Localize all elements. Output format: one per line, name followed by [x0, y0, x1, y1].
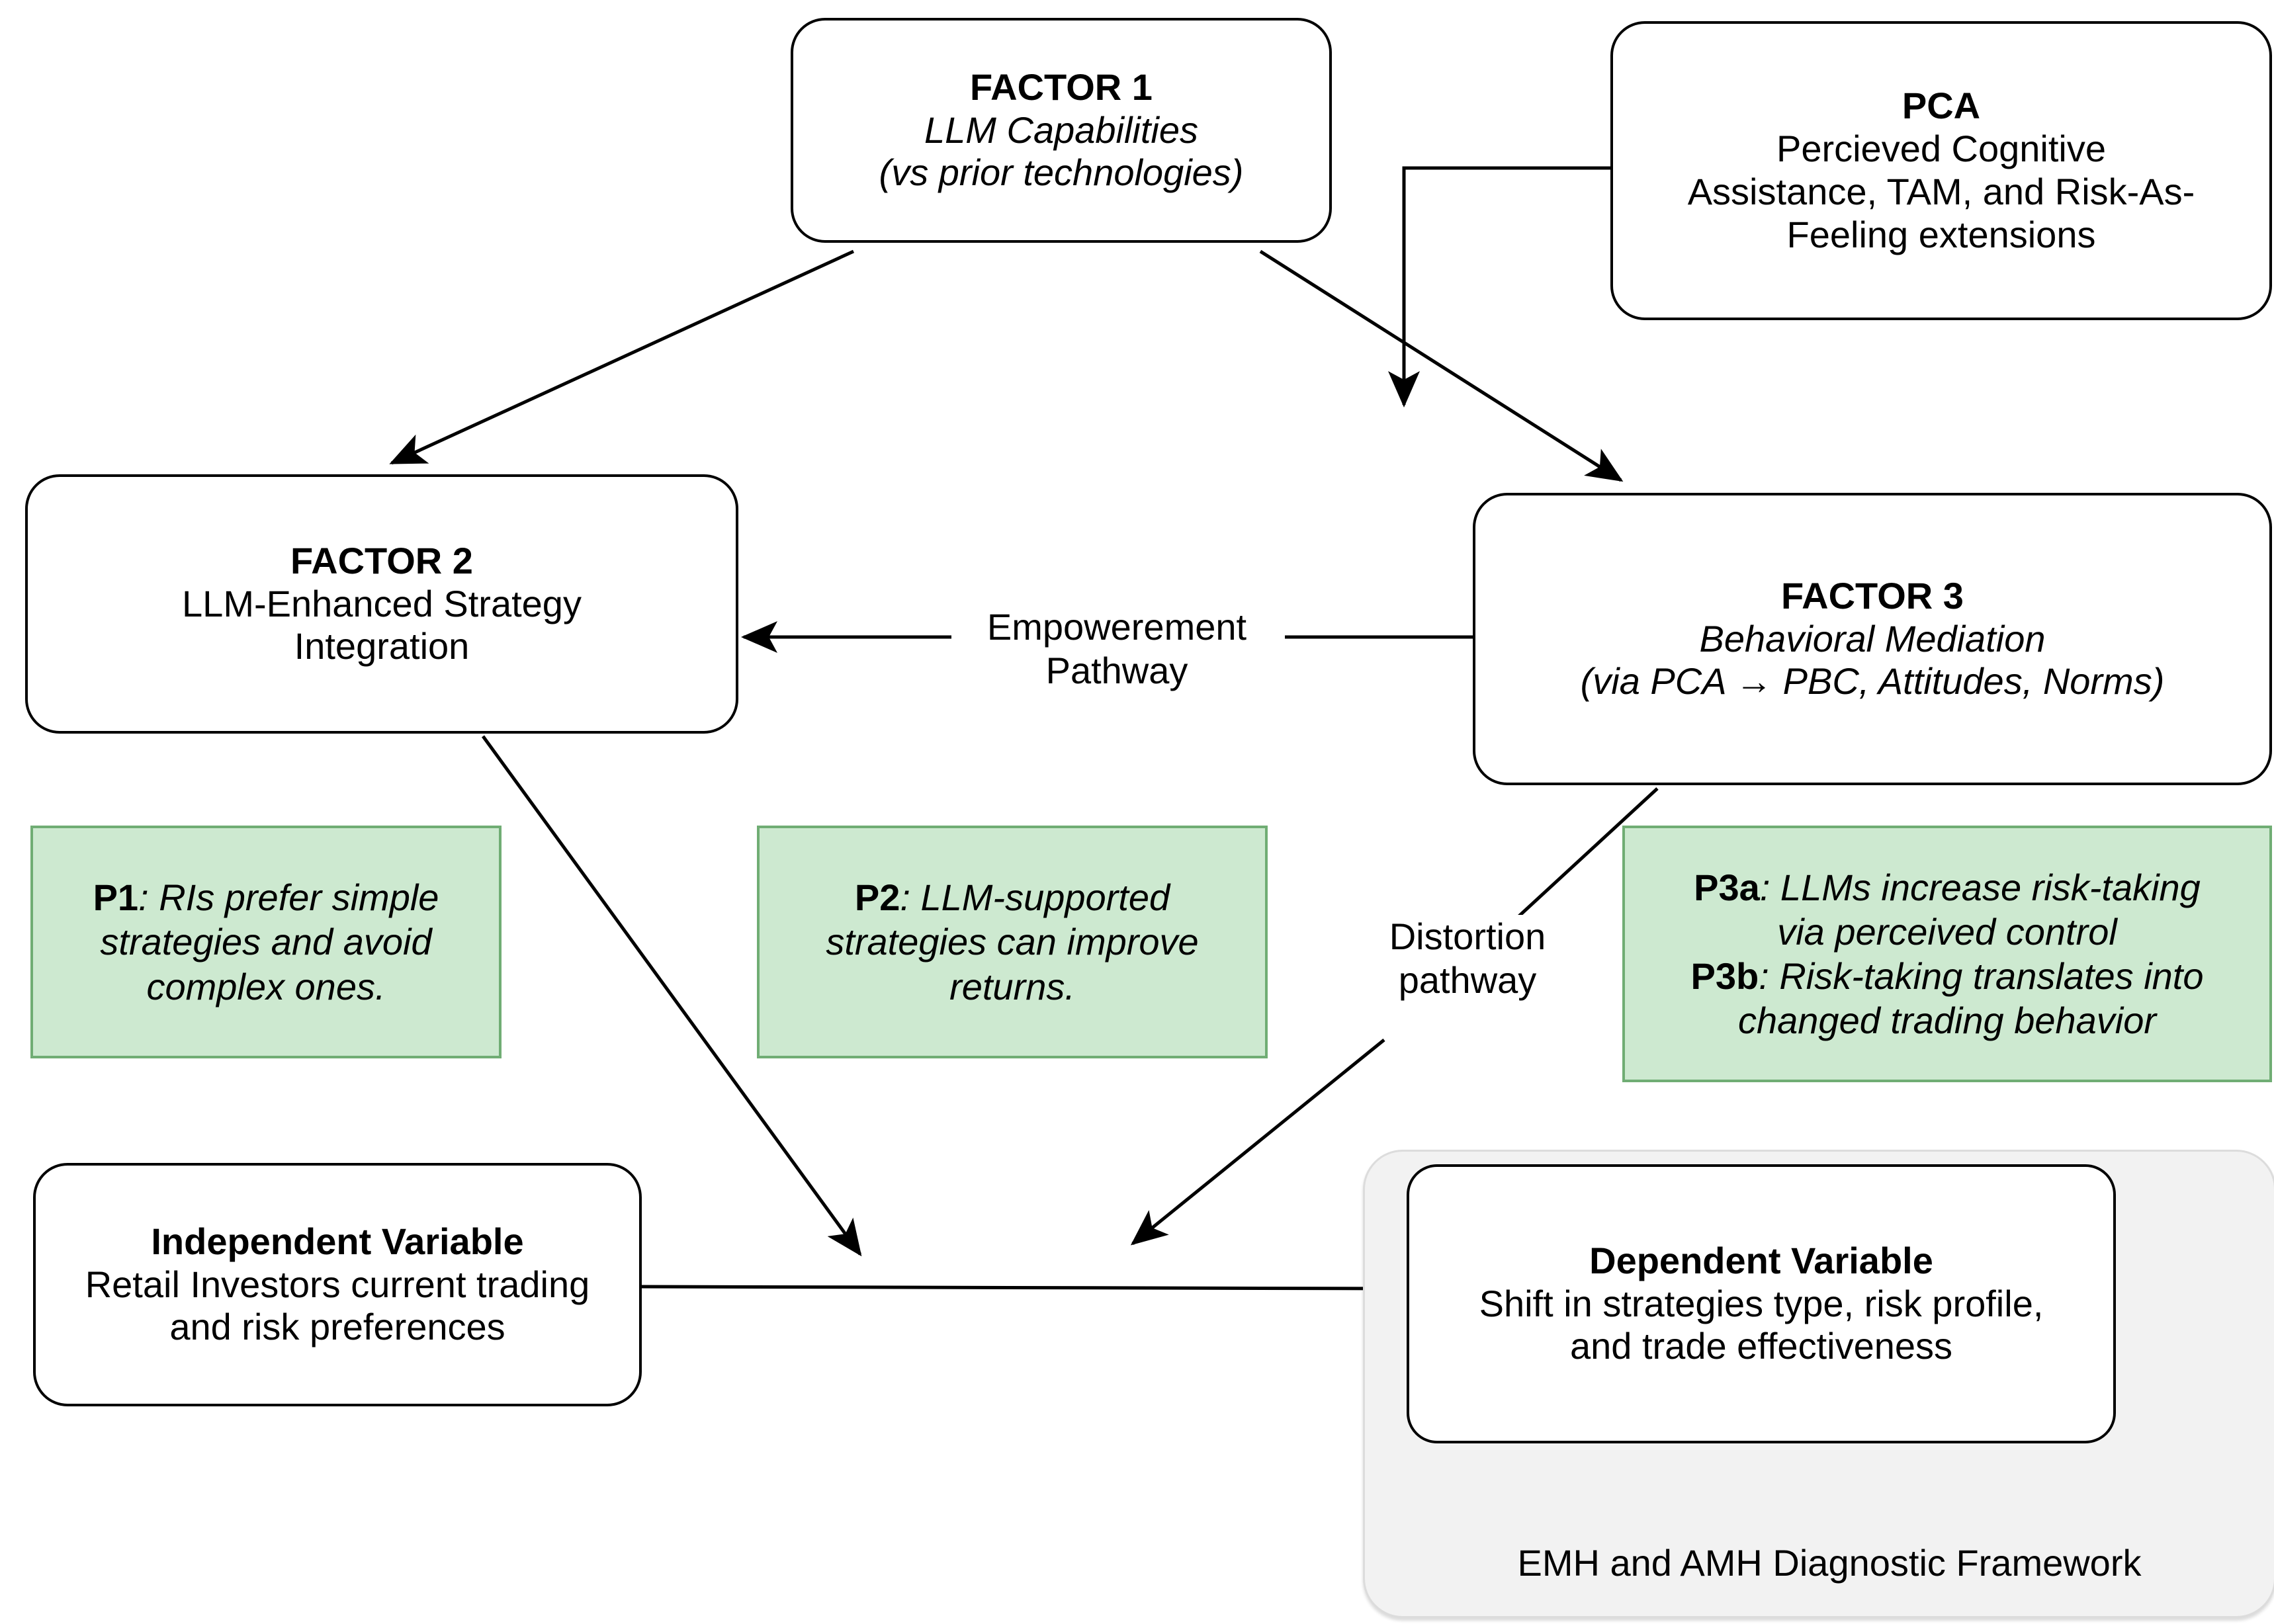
- p3b-line-1: P3b: Risk-taking translates into: [1634, 954, 2260, 998]
- p3a-line-2: via perceived control: [1777, 910, 2117, 953]
- p1-line-3: complex ones.: [146, 965, 386, 1007]
- p3b-line-2: changed trading behavior: [1737, 1000, 2157, 1042]
- iv-line2: Retail Investors current trading: [85, 1263, 590, 1305]
- pca-line4: Feeling extensions: [1786, 213, 2096, 255]
- pca-title: PCA: [1902, 85, 1981, 127]
- node-factor-1[interactable]: FACTOR 1 LLM Capabilities (vs prior tech…: [791, 18, 1332, 243]
- proposition-p2[interactable]: P2: LLM-supported strategies can improve…: [757, 826, 1268, 1058]
- p1-line-2: strategies and avoid: [100, 921, 432, 963]
- empowerment-line-1: Empowerement: [986, 606, 1247, 648]
- framework-label: EMH and AMH Diagnostic Framework: [1517, 1542, 2142, 1584]
- factor3-line3: (via PCA → PBC, Attitudes, Norms): [1580, 660, 2165, 703]
- p2-label: P2: [854, 876, 900, 919]
- p2-line-1: P2: LLM-supported: [777, 875, 1248, 919]
- edge-factor1-to-factor2: [389, 249, 855, 465]
- pca-line3: Assistance, TAM, and Risk-As-: [1687, 171, 2195, 212]
- p3b-label: P3b: [1690, 955, 1759, 997]
- p3b-text-1: : Risk-taking translates into: [1759, 955, 2204, 997]
- iv-line3: and risk preferences: [169, 1306, 505, 1348]
- factor2-line2: LLM-Enhanced Strategy: [182, 582, 582, 624]
- edge-factor3-to-dv-junction-lower: [1130, 1039, 1385, 1246]
- p3a-line-1: P3a: LLMs increase risk-taking: [1634, 865, 2260, 910]
- factor3-title: FACTOR 3: [1781, 574, 1964, 617]
- node-factor-2[interactable]: FACTOR 2 LLM-Enhanced Strategy Integrati…: [25, 474, 738, 734]
- p3a-label: P3a: [1694, 866, 1760, 908]
- factor2-title: FACTOR 2: [290, 539, 473, 581]
- p2-line-2: strategies can improve: [826, 921, 1199, 963]
- edge-label-distortion-pathway: Distortion pathway: [1365, 915, 1570, 1003]
- pca-line2: Percieved Cognitive: [1776, 128, 2107, 170]
- factor3-line2: Behavioral Mediation: [1699, 617, 2046, 660]
- dv-title: Dependent Variable: [1589, 1239, 1933, 1281]
- distortion-line-2: pathway: [1398, 959, 1537, 1002]
- edge-iv-to-dv: [640, 1272, 1400, 1304]
- factor2-line3: Integration: [294, 625, 470, 667]
- dv-line3: and trade effectiveness: [1569, 1325, 1953, 1367]
- dv-line2: Shift in strategies type, risk profile,: [1479, 1282, 2044, 1324]
- edge-label-empowerment-pathway: Empowerement Pathway: [951, 605, 1282, 693]
- p1-line-1: P1: RIs prefer simple: [48, 875, 484, 919]
- proposition-p1[interactable]: P1: RIs prefer simple strategies and avo…: [30, 826, 502, 1058]
- p2-line-3: returns.: [949, 965, 1075, 1007]
- node-independent-variable[interactable]: Independent Variable Retail Investors cu…: [33, 1163, 642, 1406]
- iv-title: Independent Variable: [151, 1220, 524, 1262]
- factor1-line3: (vs prior technologies): [879, 151, 1244, 194]
- node-factor-3[interactable]: FACTOR 3 Behavioral Mediation (via PCA →…: [1473, 493, 2272, 785]
- p3a-text-1: : LLMs increase risk-taking: [1759, 866, 2201, 908]
- p1-label: P1: [93, 876, 139, 919]
- p2-text-1: : LLM-supported: [900, 876, 1170, 919]
- factor1-line2: LLM Capabilities: [924, 108, 1198, 151]
- edge-pca-to-path: [1387, 166, 1610, 408]
- empowerment-line-2: Pathway: [1045, 650, 1188, 692]
- node-pca[interactable]: PCA Percieved Cognitive Assistance, TAM,…: [1610, 21, 2272, 320]
- edge-factor1-to-factor3: [1259, 249, 1624, 482]
- distortion-line-1: Distortion: [1389, 916, 1546, 957]
- p1-text-1: : RIs prefer simple: [138, 876, 439, 919]
- proposition-p3[interactable]: P3a: LLMs increase risk-taking via perce…: [1622, 826, 2272, 1082]
- factor1-title: FACTOR 1: [970, 65, 1153, 108]
- node-dependent-variable[interactable]: Dependent Variable Shift in strategies t…: [1407, 1164, 2116, 1443]
